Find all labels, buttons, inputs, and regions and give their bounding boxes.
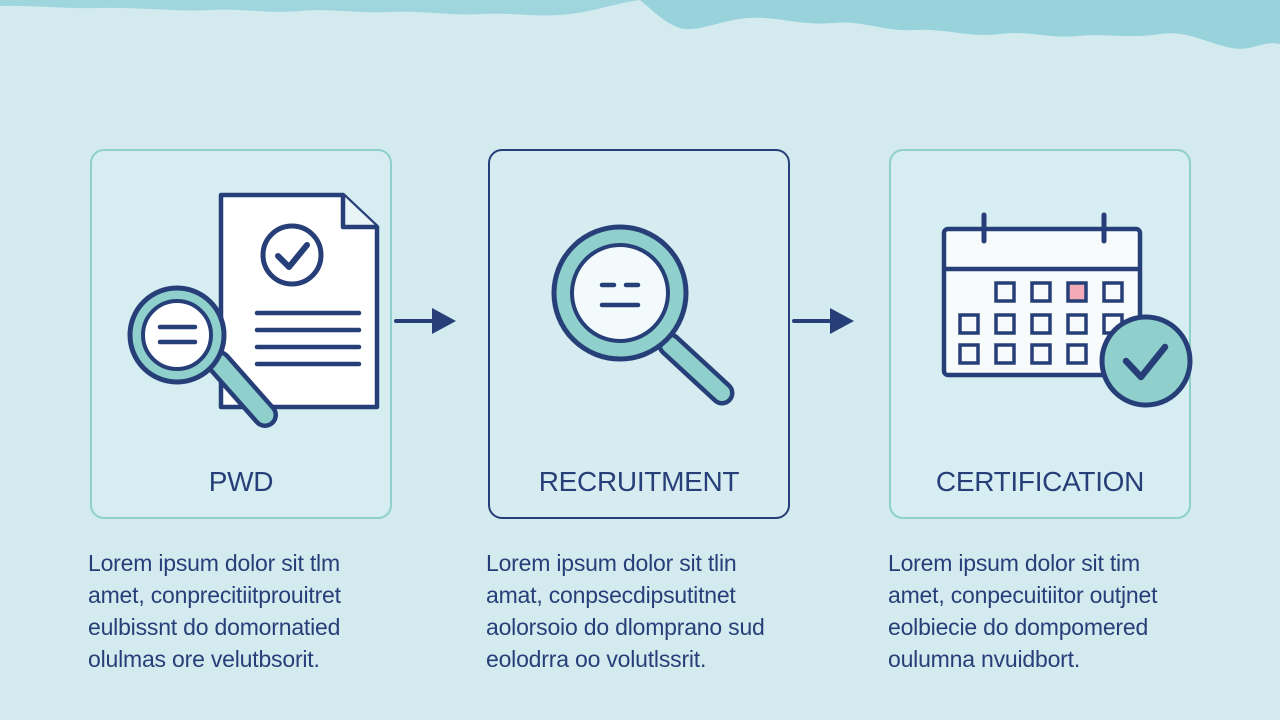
description-line: olulmas ore velutbsorit. bbox=[88, 646, 320, 672]
calendar-check-icon bbox=[941, 212, 1193, 408]
description-line: Lorem ipsum dolor sit tlm bbox=[88, 550, 340, 576]
step-description-pwd: Lorem ipsum dolor sit tlm amet, conpreci… bbox=[88, 547, 418, 675]
step-description-certification: Lorem ipsum dolor sit tim amet, conpecui… bbox=[888, 547, 1218, 675]
step-card-pwd: PWD bbox=[90, 149, 392, 519]
description-line: eolodrra oo volutlssrit. bbox=[486, 646, 707, 672]
step-label-recruitment: RECRUITMENT bbox=[538, 466, 740, 497]
magnifying-glass-icon bbox=[551, 224, 735, 406]
decorative-top-wave bbox=[0, 0, 1280, 49]
description-line: aolorsoio do dlomprano sud bbox=[486, 614, 765, 640]
description-line: Lorem ipsum dolor sit tlin bbox=[486, 550, 737, 576]
description-line: amet, conprecitiitprouitret bbox=[88, 582, 341, 608]
description-line: amet, conpecuitiitor outjnet bbox=[888, 582, 1158, 608]
step-label-certification: CERTIFICATION bbox=[935, 466, 1145, 497]
step-description-recruitment: Lorem ipsum dolor sit tlin amat, conpsec… bbox=[486, 547, 816, 675]
description-line: eulbissnt do domornatied bbox=[88, 614, 341, 640]
step-card-certification: CERTIFICATION bbox=[889, 149, 1193, 519]
document-search-icon bbox=[127, 192, 380, 428]
description-line: oulumna nvuidbort. bbox=[888, 646, 1081, 672]
arrow-right-icon bbox=[792, 308, 854, 334]
description-line: Lorem ipsum dolor sit tim bbox=[888, 550, 1140, 576]
arrow-right-icon bbox=[394, 308, 456, 334]
step-card-recruitment: RECRUITMENT bbox=[488, 149, 790, 519]
step-label-pwd: PWD bbox=[208, 466, 274, 497]
description-line: amat, conpsecdipsutitnet bbox=[486, 582, 736, 608]
description-line: eolbiecie do dompomered bbox=[888, 614, 1149, 640]
